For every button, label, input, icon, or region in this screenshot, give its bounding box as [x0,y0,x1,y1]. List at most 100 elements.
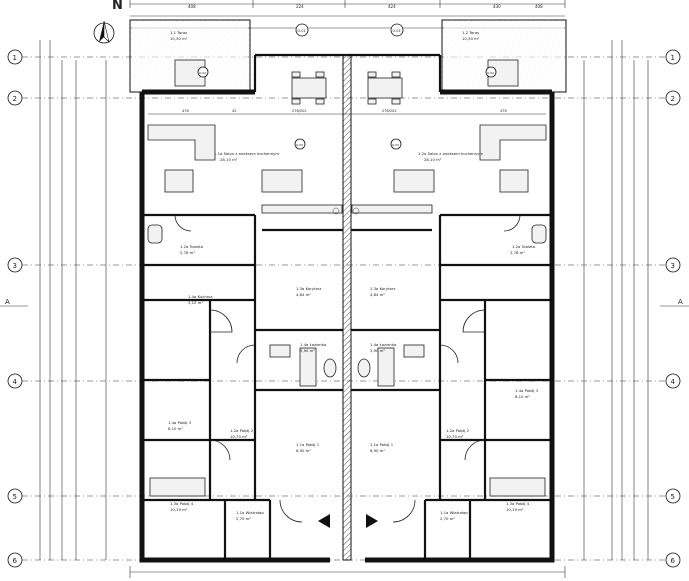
grid-axis-marker: 1 [665,49,681,65]
svg-text:476: 476 [182,109,189,113]
sofa-set [147,124,547,193]
north-label: N [112,0,123,13]
room-label-room2-right: 1.2a Pokój 210,70 m² [446,428,470,439]
svg-text:O.02: O.02 [199,71,206,75]
grid-axis-marker: 6 [7,552,23,568]
svg-text:1.1a Wiatrołap: 1.1a Wiatrołap [236,510,264,515]
svg-text:1.2a Pokój 2: 1.2a Pokój 2 [230,428,254,433]
grid-axis-marker: 4 [7,373,23,389]
grid-axis-marker: 4 [665,373,681,389]
svg-text:6: 6 [13,557,18,565]
svg-text:28,10 m²: 28,10 m² [220,157,238,162]
svg-text:10,30 m²: 10,30 m² [170,36,188,41]
svg-text:476: 476 [500,109,507,113]
north-arrow-icon: N [93,0,123,44]
doors [174,214,521,523]
svg-text:5: 5 [13,493,17,501]
window-tag: O.02 [197,66,209,78]
svg-text:1.2 Taras: 1.2 Taras [462,30,479,35]
svg-text:276/202: 276/202 [382,109,397,113]
room-label-bedroom-left: 1.3a Pokój 410,19 m² [170,501,194,512]
entrance-arrow-icon [366,514,378,528]
svg-text:1.1 Taras: 1.1 Taras [170,30,187,35]
svg-text:O.03: O.03 [296,143,303,147]
svg-text:10,70 m²: 10,70 m² [230,434,248,439]
dim-top-2: 224 [296,4,304,9]
svg-text:10,70 m²: 10,70 m² [446,434,464,439]
side-dimensions [39,40,649,560]
entrance-arrow-icon [318,514,330,528]
room-label-room3-right: 1.4a Pokój 38,10 m² [515,388,539,399]
svg-text:5: 5 [671,493,675,501]
svg-text:1.4a Pokój 3: 1.4a Pokój 3 [515,388,539,393]
section-marker-right: A [678,298,683,306]
svg-text:O.02: O.02 [487,71,494,75]
exterior-walls [139,53,555,563]
svg-text:10,30 m²: 10,30 m² [462,36,480,41]
window-tag: O.02 [485,66,497,78]
svg-text:6,90 m²: 6,90 m² [296,448,311,453]
svg-text:8,10 m²: 8,10 m² [515,394,530,399]
dim-top-4: 430 [493,4,501,9]
svg-text:O.01: O.01 [298,29,306,33]
grid-axis-marker: 3 [7,257,23,273]
room-label-room3-left: 1.4a Pokój 38,10 m² [168,420,192,431]
svg-text:28,10 m²: 28,10 m² [424,157,442,162]
svg-text:1.2a Toaleta: 1.2a Toaleta [512,244,535,249]
svg-text:2: 2 [671,95,675,103]
svg-text:4: 4 [671,378,676,386]
svg-text:3: 3 [671,262,675,270]
svg-text:1: 1 [671,54,675,62]
dim-top-1: 408 [188,4,196,9]
grid-axis-marker: 6 [665,552,681,568]
svg-text:1: 1 [13,54,17,62]
svg-text:O.03: O.03 [392,143,399,147]
svg-text:O.01: O.01 [393,29,401,33]
window-tag: O.03 [294,138,306,150]
inner-dimensions: 476 42 276/202 276/202 476 [148,109,546,115]
svg-text:3: 3 [13,262,17,270]
svg-text:4,84 m²: 4,84 m² [296,292,311,297]
grid-axis-marker: 2 [665,90,681,106]
bottom-dimensions [129,566,566,578]
svg-text:2,78 m²: 2,78 m² [510,250,525,255]
svg-text:1.1a Wiatrołap: 1.1a Wiatrołap [440,510,468,515]
svg-text:2: 2 [13,95,17,103]
window-tag: O.01 [295,23,309,37]
grid-axis-marker: 5 [7,488,23,504]
sanitary-fixtures [147,224,547,387]
svg-text:6: 6 [671,557,676,565]
grid-axes-right: 1 2 3 4 5 6 A [660,49,689,568]
svg-text:1.2a Pokój 2: 1.2a Pokój 2 [446,428,470,433]
grid-axis-marker: 1 [7,49,23,65]
svg-text:3,90 m²: 3,90 m² [370,348,385,353]
terrace-area [129,19,567,93]
room-label-room1-left: 1.1a Pokój 16,90 m² [296,442,320,453]
kitchen-counter [261,204,433,215]
svg-text:1.1a Pokój 1: 1.1a Pokój 1 [370,442,394,447]
svg-text:2,70 m²: 2,70 m² [236,516,251,521]
svg-text:3,10 m²: 3,10 m² [188,300,203,305]
grid-axes-left: 1 2 3 4 5 6 A [0,49,28,568]
window-tags: O.01 O.01 O.02 O.02 O.03 O.03 [197,23,497,150]
dim-top-3: 424 [388,4,396,9]
dim-top-5: 408 [535,4,543,9]
svg-text:42: 42 [232,109,236,113]
room-label-bedroom-right: 1.3a Pokój 410,19 m² [506,501,530,512]
svg-text:3,90 m²: 3,90 m² [300,348,315,353]
svg-text:1.3a Pokój 4: 1.3a Pokój 4 [506,501,530,506]
entrance-arrows [318,514,378,528]
svg-text:1.3a Pokój 4: 1.3a Pokój 4 [170,501,194,506]
svg-text:4,84 m²: 4,84 m² [370,292,385,297]
room-label-room2-left: 1.2a Pokój 210,70 m² [230,428,254,439]
window-tag: O.03 [390,138,402,150]
svg-text:276/202: 276/202 [292,109,307,113]
